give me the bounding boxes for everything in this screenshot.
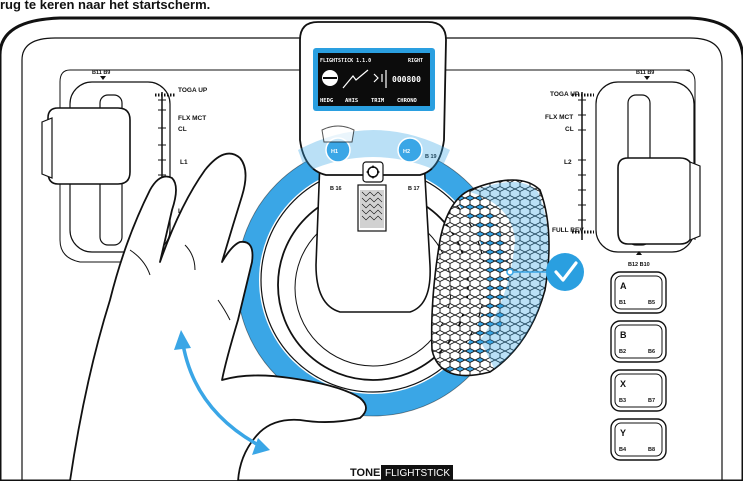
svg-text:X: X <box>620 379 626 389</box>
right-detent-1: FLX MCT <box>545 114 573 121</box>
svg-text:B8: B8 <box>648 447 655 453</box>
oled-menu-0: HEDG <box>320 98 334 104</box>
svg-text:Y: Y <box>620 428 626 438</box>
stick-body: FLIGHTSTICK 1.1.0 RIGHT 000800 HEDG AHIS… <box>298 22 450 312</box>
oled-mode: RIGHT <box>408 58 423 64</box>
oled-menu-2: TRIM <box>371 98 385 104</box>
left-throttle-top-label: B11 B9 <box>92 70 110 76</box>
svg-text:B: B <box>620 330 627 340</box>
svg-text:B7: B7 <box>648 398 655 404</box>
oled-screen: FLIGHTSTICK 1.1.0 RIGHT 000800 HEDG AHIS… <box>313 48 435 111</box>
right-detent-2: CL <box>565 126 574 133</box>
svg-text:A: A <box>620 281 627 291</box>
left-detent-3: L1 <box>180 159 188 166</box>
right-detent-3: L2 <box>564 159 572 166</box>
hat-h1-label: H1 <box>331 149 338 155</box>
left-detent-2: CL <box>178 126 187 133</box>
svg-text:B2: B2 <box>619 349 626 355</box>
left-detent-1: FLX MCT <box>178 115 206 122</box>
brand-logo: TONE FLIGHTSTICK <box>350 465 453 480</box>
right-throttle-top-label: B11 B9 <box>636 70 654 76</box>
right-detent-0: TOGA UP <box>550 91 580 98</box>
svg-text:B3: B3 <box>619 398 626 404</box>
oled-menu-3: CHRONO <box>397 98 418 104</box>
right-throttle-bottom-label: B12 B10 <box>628 262 650 268</box>
brand-prefix: TONE <box>350 467 380 479</box>
svg-text:B4: B4 <box>619 447 627 453</box>
svg-text:B1: B1 <box>619 300 626 306</box>
brand-name: FLIGHTSTICK <box>385 468 450 479</box>
side-button-x: X B3 B7 <box>611 370 666 411</box>
stick-button-b16: B 16 <box>330 186 342 192</box>
oled-menu-1: AHIS <box>345 98 358 104</box>
right-throttle-handle <box>618 158 692 244</box>
left-detent-0: TOGA UP <box>178 87 208 94</box>
hat-h2-label: H2 <box>403 149 410 155</box>
side-button-a: A B1 B5 <box>611 272 666 313</box>
oled-counter: 000800 <box>392 75 421 84</box>
stick-button-b17: B 17 <box>408 186 420 192</box>
svg-text:B6: B6 <box>648 349 655 355</box>
oled-title: FLIGHTSTICK 1.1.0 <box>320 58 371 64</box>
svg-text:B5: B5 <box>648 300 655 306</box>
side-button-b: B B2 B6 <box>611 321 666 362</box>
side-button-y: Y B4 B8 <box>611 419 666 460</box>
left-throttle-handle <box>48 108 130 184</box>
right-detent-4: FULL REV <box>552 227 584 234</box>
